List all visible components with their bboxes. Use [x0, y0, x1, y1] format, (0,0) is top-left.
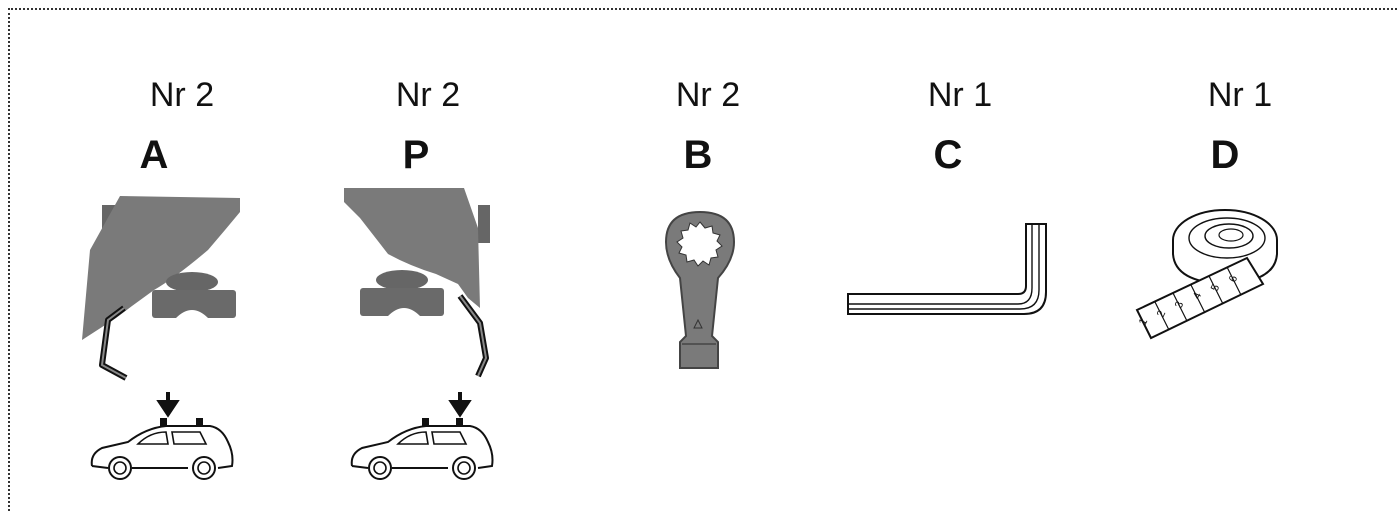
allen-key-illustration: [847, 223, 1047, 315]
tape-mark-3: 3: [1173, 300, 1186, 311]
tape-mark-6: 6: [1227, 274, 1240, 285]
letter-a: A: [139, 133, 169, 177]
letter-c: C: [933, 133, 963, 177]
letter-p: P: [402, 133, 430, 177]
qty-a: Nr 2: [149, 76, 215, 114]
qty-c: Nr 1: [927, 76, 993, 114]
tape-mark-4: 4: [1191, 291, 1204, 302]
dotted-frame: [8, 8, 1397, 511]
qty-d: Nr 1: [1207, 76, 1273, 114]
letter-b: B: [683, 133, 713, 177]
key-tool-illustration: [664, 210, 736, 369]
car-front-icon: [90, 392, 234, 480]
qty-b: Nr 2: [675, 76, 741, 114]
tape-mark-1: 1: [1137, 317, 1150, 328]
letter-d: D: [1210, 133, 1240, 177]
foot-p-illustration: [344, 188, 490, 378]
tape-mark-2: 2: [1155, 309, 1168, 320]
foot-a-illustration: [82, 196, 240, 381]
qty-p: Nr 2: [395, 76, 461, 114]
car-rear-icon: [350, 392, 494, 480]
tape-mark-5: 5: [1209, 283, 1222, 294]
measuring-tape-illustration: 1 2 3 4 5 6: [1135, 209, 1278, 340]
